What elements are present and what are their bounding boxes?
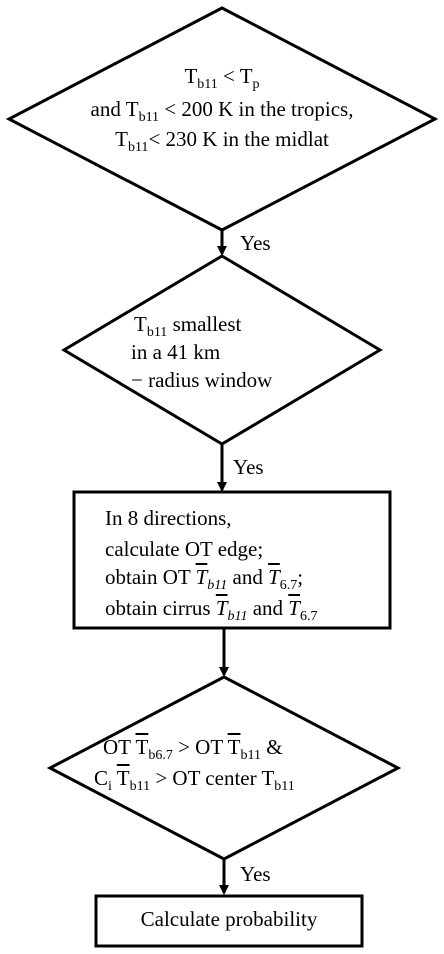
yes-label-1: Yes: [240, 231, 271, 255]
decision1-line1-sub2: p: [252, 77, 260, 92]
process-line4-s2: 6.7: [299, 609, 318, 624]
decision3-line2-s2: b11: [274, 779, 295, 794]
decision1-line3-pre: T: [115, 127, 128, 151]
decision3-line2-csub: i: [108, 779, 112, 794]
decision3-line1-t1: T: [135, 735, 149, 759]
process-line3-t2: T: [268, 565, 280, 589]
decision3-line1-s1: b6.7: [148, 748, 173, 763]
process-line2: calculate OT edge;: [105, 537, 264, 561]
decision2-line1-t: T: [134, 312, 147, 336]
decision1-line2-pre: and T: [90, 97, 139, 121]
decision1-line1-sub: b11: [197, 77, 218, 92]
decision2-line1-post: smallest: [167, 312, 242, 336]
decision1-line2: and Tb11 < 200 K in the tropics,: [42, 97, 402, 125]
process-box: [72, 490, 392, 630]
decision2-line1-sub: b11: [146, 325, 168, 340]
decision2-line3: − radius window: [131, 368, 273, 392]
decision3-line2: Ci Tb11 > OT center Tb11: [94, 766, 295, 794]
decision2-line2: in a 41 km: [131, 340, 221, 364]
decision1-line2-sub: b11: [138, 110, 160, 125]
decision1-line3-sub: b11: [127, 140, 149, 155]
decision3-line2-t1: T: [116, 766, 130, 790]
decision1-line1-t: T: [184, 64, 198, 88]
process-line3-mid: and: [227, 565, 269, 589]
decision2-line1: Tb11 smallest: [134, 312, 242, 340]
decision3-line1-mid: > OT: [172, 735, 228, 759]
process-line3: obtain OT Tb11 and T6.7;: [105, 565, 304, 593]
process-line4-s1: b11: [227, 609, 248, 624]
process-line3-s2: 6.7: [279, 578, 298, 593]
decision3-line2-c: C: [94, 766, 109, 790]
decision3-line1-end: &: [260, 735, 283, 759]
process-line4: obtain cirrus Tb11 and T6.7: [105, 596, 317, 624]
process-line3-pre: obtain OT: [105, 565, 196, 589]
yes-label-2: Yes: [233, 455, 264, 479]
decision3-line2-mid: > OT center T: [150, 766, 275, 790]
decision3-line1: OT Tb6.7 > OT Tb11 &: [103, 735, 283, 763]
decision3-line1-pre: OT: [103, 735, 136, 759]
decision1-line2-post: < 200 K in the tropics,: [159, 97, 354, 121]
yes-label-3: Yes: [240, 862, 271, 886]
process-line4-pre: obtain cirrus: [105, 596, 216, 620]
process-line1: In 8 directions,: [105, 506, 232, 530]
decision3-line1-t2: T: [227, 735, 241, 759]
decision3-line2-s1: b11: [129, 779, 151, 794]
process-line3-s1: b11: [207, 578, 228, 593]
decision1-line1-op: < T: [217, 64, 253, 88]
process-line4-t2: T: [288, 596, 300, 620]
decision2-diamond: [61, 254, 383, 446]
terminal-label: Calculate probability: [140, 907, 318, 931]
decision3-line1-s2: b11: [240, 748, 261, 763]
decision1-line1: Tb11 < Tp: [122, 64, 322, 92]
process-line3-end: ;: [297, 565, 304, 589]
process-line3-t1: T: [195, 565, 208, 589]
decision1-line3: Tb11< 230 K in the midlat: [62, 127, 382, 155]
process-line4-t1: T: [215, 596, 228, 620]
terminal-box: [94, 894, 364, 948]
decision1-line3-post: < 230 K in the midlat: [148, 127, 329, 151]
process-line4-mid: and: [247, 596, 289, 620]
